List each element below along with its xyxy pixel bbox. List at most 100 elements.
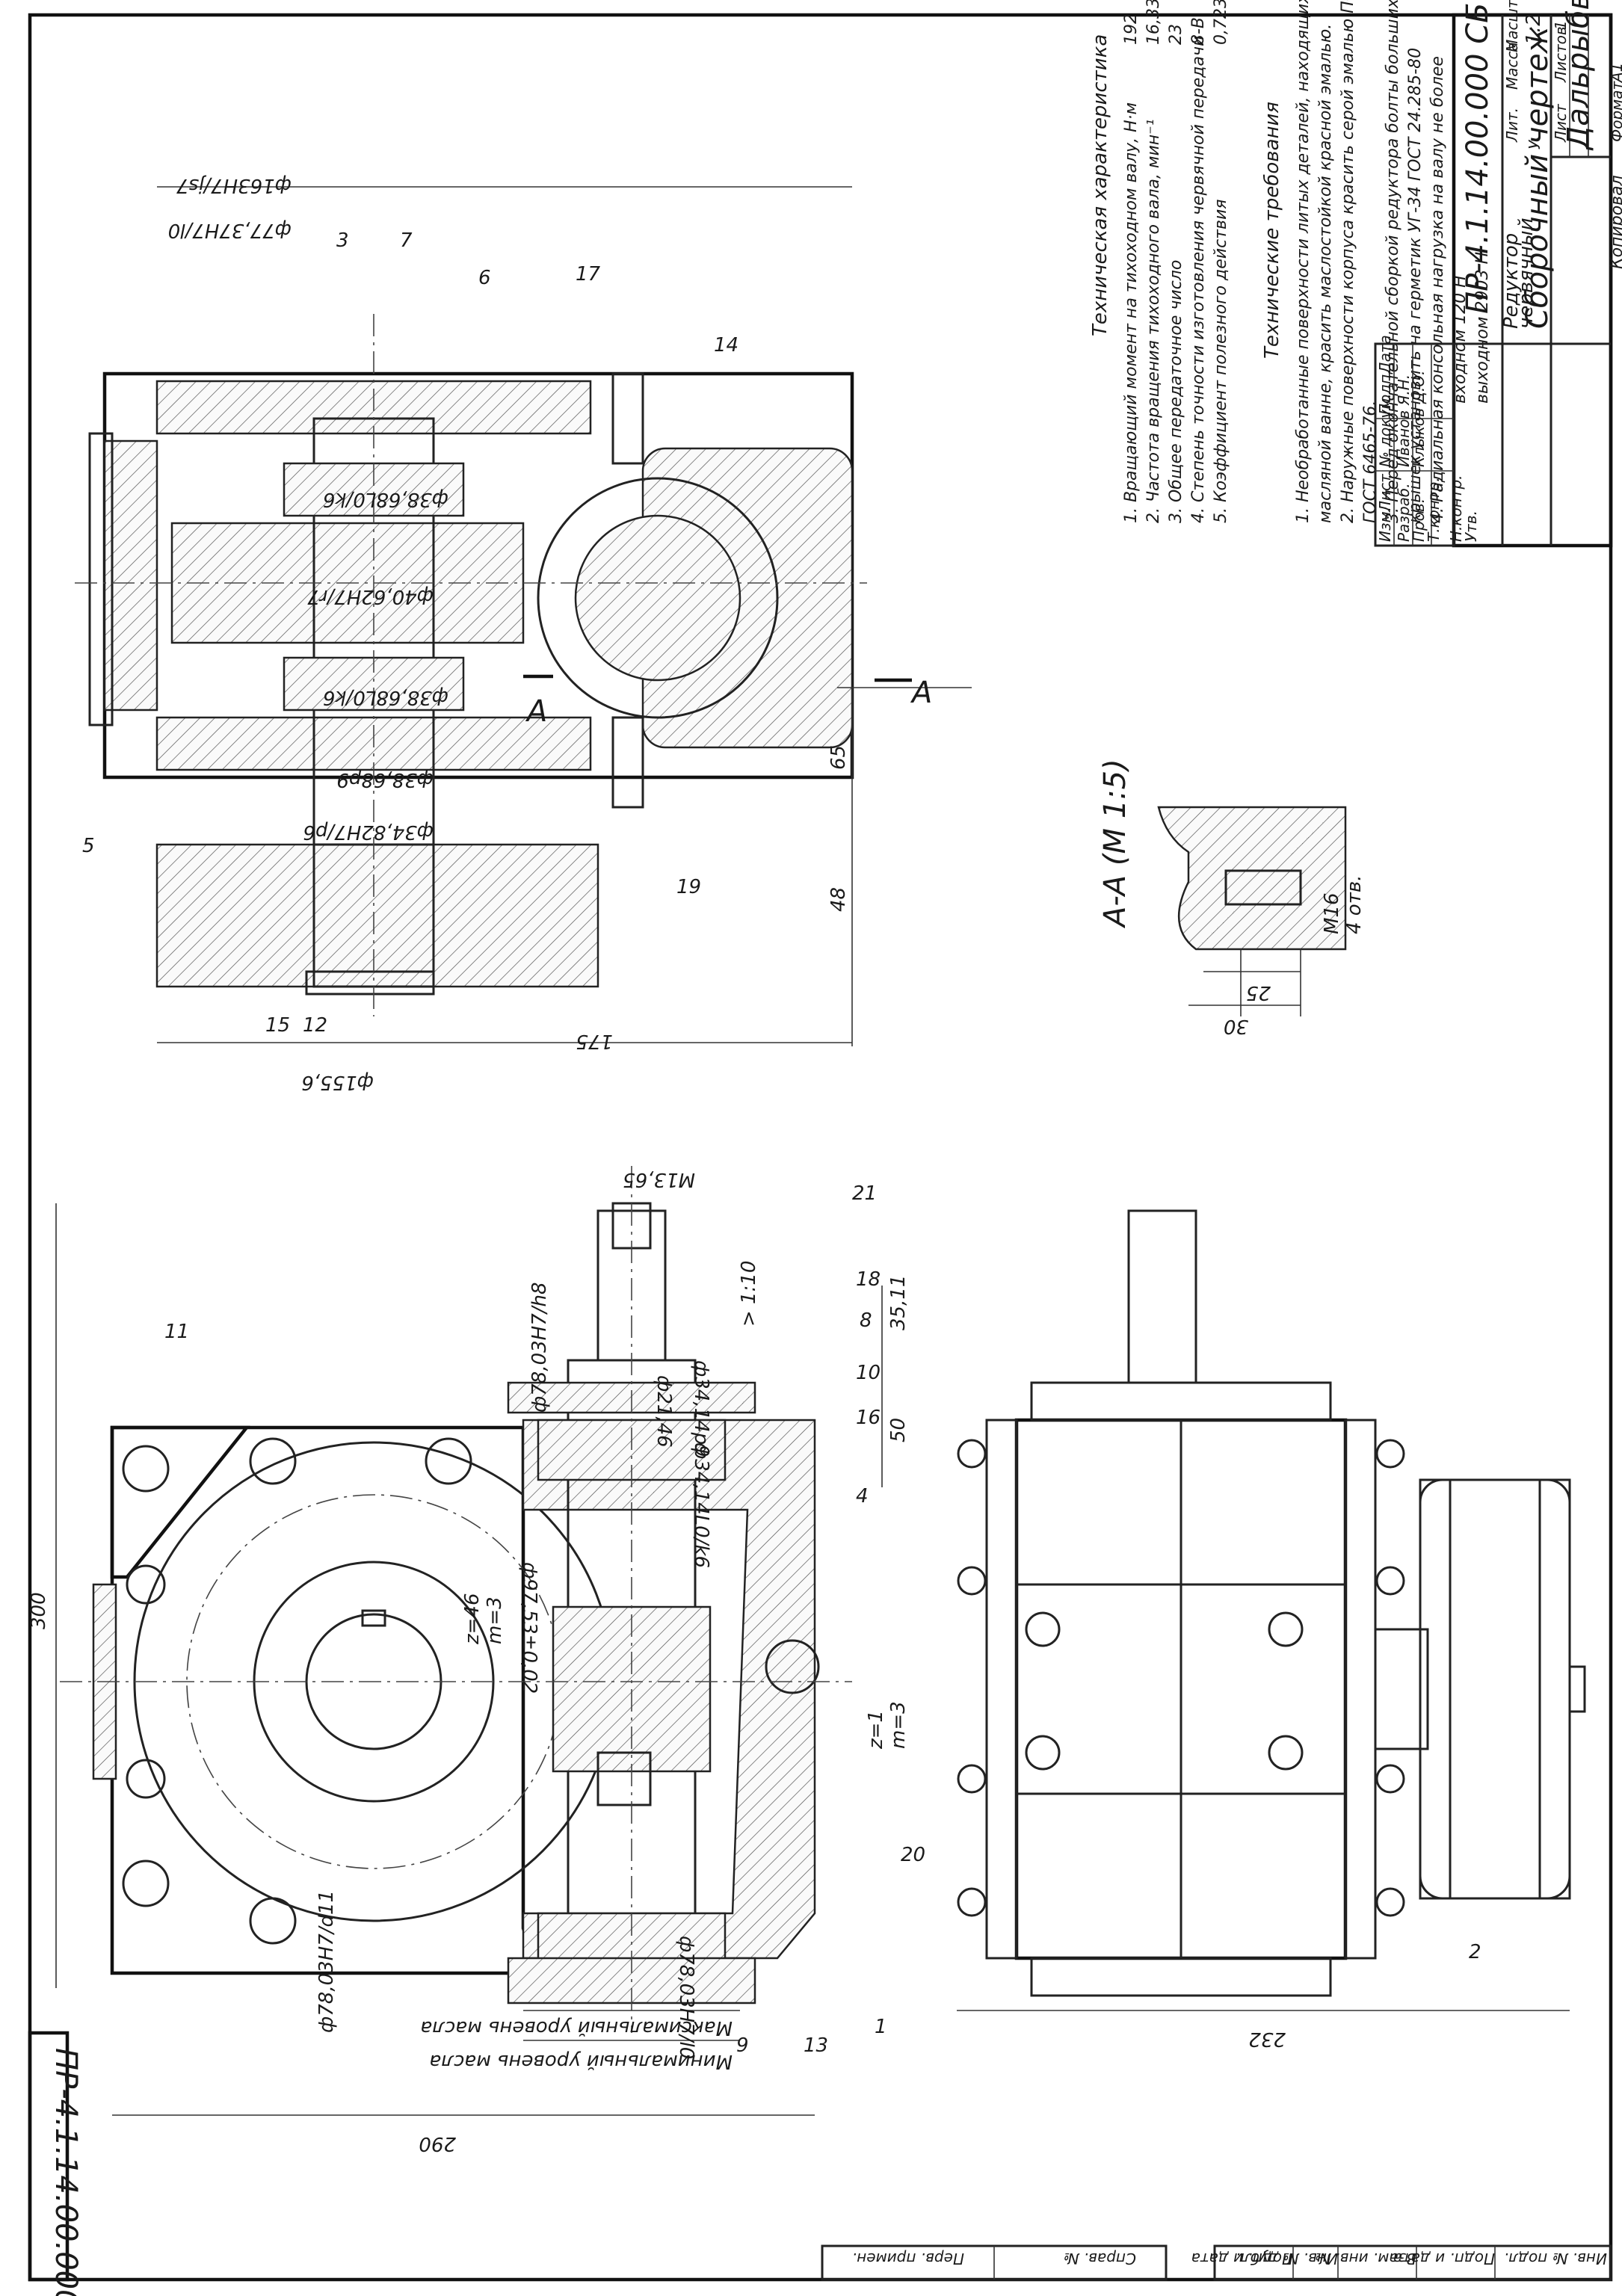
- section-aa-hole: [1224, 869, 1302, 906]
- dim-175: 175: [576, 1030, 613, 1052]
- side-pulley-rim-a: [1419, 1478, 1452, 1900]
- side-flange-bolt-4: [957, 1887, 987, 1917]
- fit-34-p9: ф34,14p9: [690, 1360, 712, 1457]
- dim-48: 48: [827, 887, 850, 912]
- organization: Дальрыбвтуз: [1561, 0, 1596, 151]
- role-approve: Утв.: [1462, 510, 1480, 542]
- col-lit: Лит.: [1503, 108, 1521, 143]
- dim-slope: > 1:10: [738, 1261, 760, 1327]
- gear-z: z=46: [461, 1593, 484, 1645]
- bolt-2: [249, 1437, 297, 1485]
- title-line3: Сборочный чертеж: [1520, 26, 1555, 329]
- tech-req-line-2: масляной ванне, красить маслостойкой кра…: [1316, 24, 1335, 523]
- callout-8: 8: [860, 1309, 872, 1332]
- row-date: Дата: [1376, 335, 1394, 374]
- cut-letter-a2: А: [525, 694, 547, 729]
- callout-14: 14: [714, 334, 738, 357]
- tech-req-line-1: 1. Необработанные поверхности литых дета…: [1294, 0, 1313, 523]
- section-aa-body: [1157, 806, 1347, 951]
- title-line1: Редуктор: [1500, 233, 1523, 329]
- tech-char-item-3: 3. Общее передаточное число: [1167, 260, 1185, 523]
- oil-min-label: Минимальный уровень масла: [429, 2050, 733, 2073]
- side-output-shaft: [1374, 1628, 1429, 1750]
- tech-char-item-4: 4. Степень точности изготовления червячн…: [1189, 36, 1208, 523]
- dim-35: 35,11: [887, 1275, 910, 1330]
- section-thread-count: 4 отв.: [1343, 875, 1366, 934]
- front-view: [55, 1166, 883, 2116]
- check-name: Клыков Д.О.: [1410, 371, 1428, 467]
- side-flange-bolt-8: [1375, 1887, 1405, 1917]
- callout-11: 11: [164, 1321, 189, 1343]
- strip-vzam: Взам. инв. №: [1315, 2250, 1416, 2268]
- tech-req-line-4: ГОСТ 6465-76.: [1361, 401, 1380, 523]
- callout-1: 1: [875, 2016, 887, 2038]
- tech-char-value-1: 192: [1122, 13, 1141, 45]
- letter: У: [1526, 139, 1544, 149]
- side-flange-bolt-3: [957, 1764, 987, 1794]
- oil-max-label: Максимальный уровень масла: [420, 2016, 733, 2039]
- side-flange-right: [1344, 1419, 1377, 1960]
- strip-inv-podl: Инв. № подл.: [1504, 2250, 1607, 2268]
- side-pulley-rim-b: [1538, 1478, 1571, 1900]
- row-sign: Подп.: [1376, 369, 1394, 415]
- side-bolt-2: [1268, 1611, 1304, 1647]
- tech-notes: Техническая характеристика 1. Вращающий …: [1089, 0, 1492, 523]
- col-mass: Масса: [1503, 42, 1521, 90]
- callout-10: 10: [856, 1362, 881, 1384]
- side-flange-bolt-5: [1375, 1439, 1405, 1469]
- sheet-label: Лист: [1552, 103, 1570, 143]
- callout-19: 19: [676, 876, 701, 898]
- dim-m13: M13,65: [623, 1168, 695, 1191]
- side-flange-bolt-1: [957, 1439, 987, 1469]
- callout-2: 2: [1469, 1941, 1481, 1963]
- section-aa: А-А (М 1:5) М16 4 отв. 25 30: [1098, 759, 1366, 1037]
- sheets-value: 1: [1552, 20, 1570, 30]
- copy-label: Копировал: [1608, 175, 1622, 269]
- oil-plug: [765, 1639, 820, 1694]
- side-bottom-plate: [1030, 1957, 1332, 1997]
- fit-155: ф155,6: [301, 1071, 374, 1093]
- bolt-4: [122, 1860, 170, 1907]
- bolt-14: [611, 372, 644, 465]
- worm-z: z=1: [865, 1710, 887, 1750]
- tech-req-line-6: крышек установить на герметик УГ-34 ГОСТ…: [1406, 48, 1425, 523]
- role-check: Пров.: [1410, 499, 1428, 542]
- callout-9: 9: [736, 2034, 749, 2057]
- side-designation-box: ПР-4.1.14.00.000 СБ: [28, 2031, 83, 2296]
- callout-3: 3: [336, 229, 349, 252]
- top-view: [75, 186, 972, 1046]
- callout-12: 12: [303, 1014, 327, 1037]
- cut-letter-a: А: [910, 676, 932, 710]
- side-view: 232 2: [957, 1209, 1586, 2050]
- bolt-3: [425, 1437, 472, 1485]
- bolt-1: [122, 1445, 170, 1493]
- end-plate: [305, 970, 435, 996]
- keyway: [361, 1609, 386, 1627]
- top-view-labels: ф163Н7/js7 ф77,37Н7/l0 ф40,62Н7/r7 ф38,6…: [82, 174, 932, 1093]
- bolt-5: [249, 1897, 297, 1945]
- callout-20: 20: [901, 1844, 925, 1866]
- worm-housing-section: [522, 1419, 816, 1960]
- drain-plug: [596, 1751, 652, 1806]
- fit-38-bottom: ф38,68L0/k6: [323, 686, 448, 709]
- dev-name: Иванов Я.Н.: [1395, 374, 1413, 467]
- side-flange-bolt-7: [1375, 1764, 1405, 1794]
- strip-sprav: Справ. №: [1064, 2250, 1136, 2268]
- gear-m: m=3: [484, 1596, 506, 1644]
- tech-char-item-2: 2. Частота вращения тихоходного вала, ми…: [1144, 119, 1163, 523]
- strip-dubl: Инв. № дубл.: [1236, 2250, 1338, 2268]
- title-designation: ПР-4.1.14.00.000 СБ: [1461, 2, 1495, 314]
- dim-232: 232: [1248, 2028, 1286, 2050]
- side-flange-left: [985, 1419, 1018, 1960]
- section-dim-30: 30: [1224, 1015, 1248, 1037]
- callout-15: 15: [265, 1014, 290, 1037]
- section-aa-label: А-А (М 1:5): [1098, 759, 1132, 929]
- dim-290: 290: [419, 2132, 456, 2155]
- row-list: Лист: [1376, 473, 1394, 513]
- format-label: Формат: [1608, 81, 1622, 142]
- fit-34: ф34,82Н7/p6: [303, 821, 434, 843]
- sheets-label: Листов: [1552, 26, 1570, 83]
- fit-78-d11: ф78,03Н7/d11: [315, 1890, 338, 2033]
- side-pulley: [1419, 1478, 1571, 1900]
